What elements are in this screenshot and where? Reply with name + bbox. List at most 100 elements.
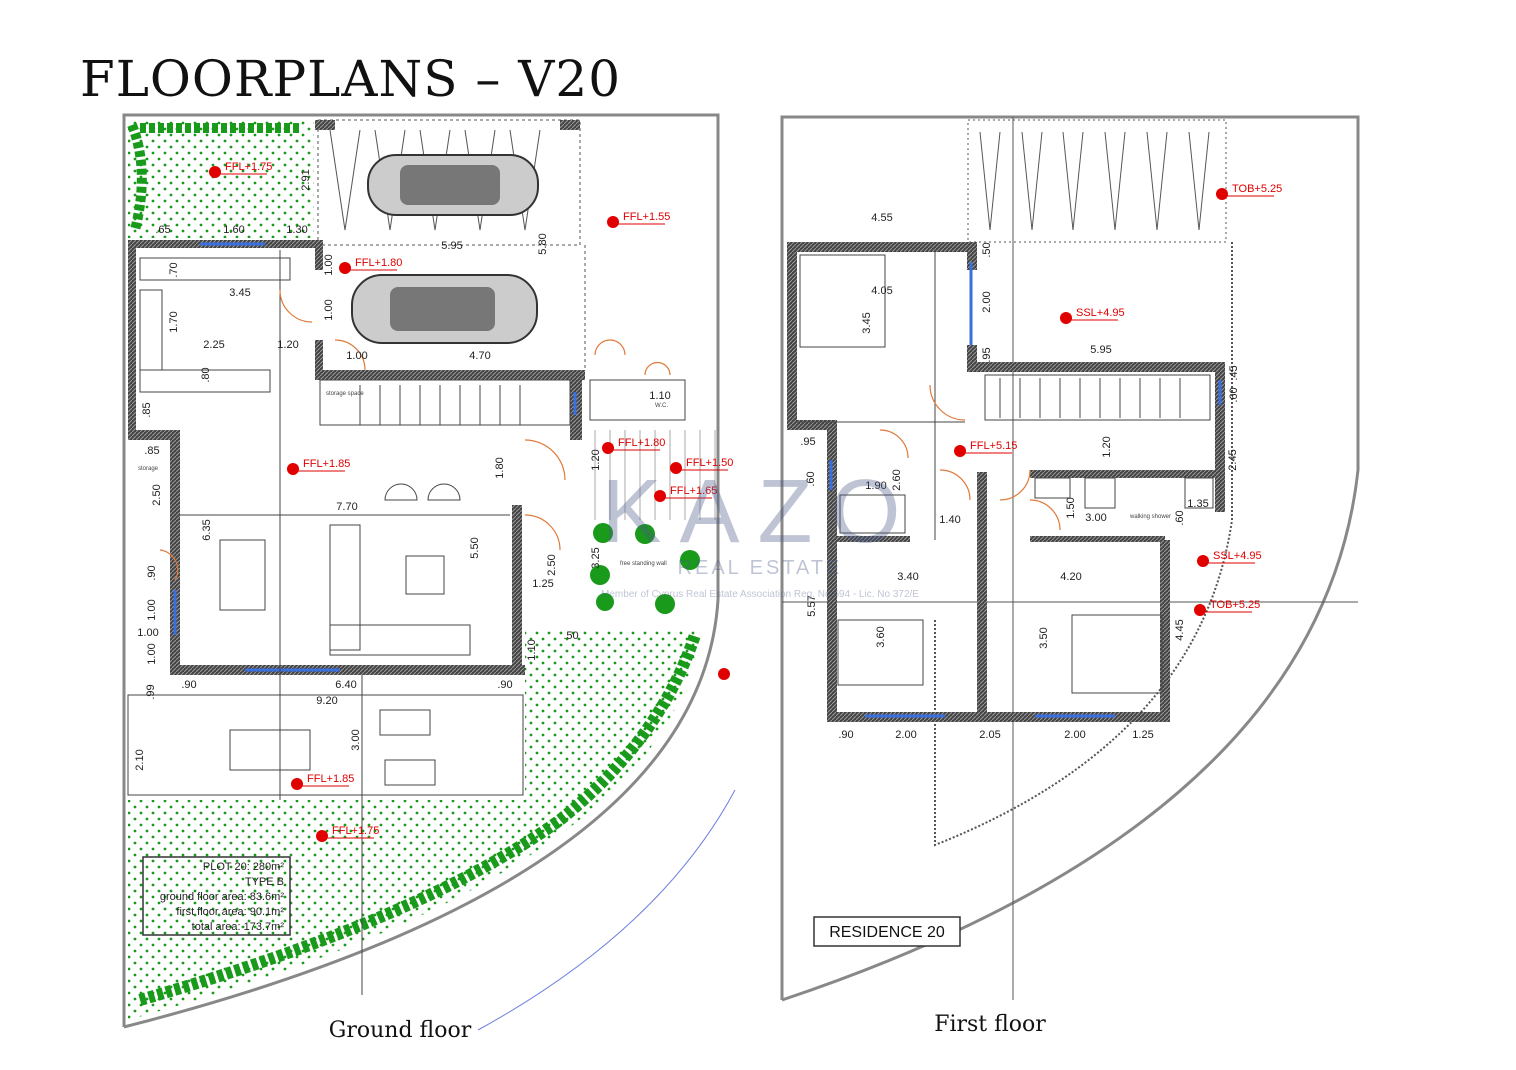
watermark-sub: REAL ESTATE — [678, 557, 843, 579]
dimension-label: 1.35 — [1187, 498, 1208, 510]
dimension-label: 2.91 — [300, 169, 312, 190]
dimension-label: .80 — [200, 367, 212, 382]
level-label: FFL+1.75 — [225, 161, 272, 173]
car-icon — [367, 154, 539, 216]
level-marker-icon — [718, 668, 730, 680]
dimension-label: 3.00 — [350, 729, 362, 750]
watermark-brand: KAZO — [601, 462, 918, 562]
room-note: free standing wall — [620, 561, 667, 567]
dimension-label: 4.20 — [1060, 571, 1081, 583]
dimension-label: 1.00 — [146, 643, 158, 664]
plot-info-line: ground floor area: 83.6m² — [160, 891, 284, 903]
dimension-label: .90 — [181, 679, 196, 691]
dimension-label: 2.00 — [981, 291, 993, 312]
level-marker-icon — [1194, 604, 1206, 616]
dimension-label: 1.25 — [1132, 729, 1153, 741]
door-swings — [159, 289, 671, 581]
room-note: W.C. — [655, 403, 668, 409]
dimension-label: 1.30 — [286, 224, 307, 236]
dimension-label: .90 — [146, 565, 158, 580]
dimension-label: .95 — [800, 436, 815, 448]
level-marker-icon — [607, 216, 619, 228]
dimension-label: .60 — [1174, 510, 1186, 525]
dimension-label: 5.95 — [441, 240, 462, 252]
dimension-label: 1.00 — [323, 299, 335, 320]
dimension-label: 5.80 — [537, 233, 549, 254]
dimension-label: .70 — [168, 262, 180, 277]
dimension-label: .60 — [805, 471, 817, 486]
level-marker-icon — [316, 830, 328, 842]
level-label: FFL+1.85 — [303, 458, 350, 470]
plot-info-box — [142, 856, 291, 936]
dimension-label: 2.00 — [1064, 729, 1085, 741]
dimension-label: 2.50 — [546, 554, 558, 575]
level-label: FFL+1.50 — [686, 457, 733, 469]
ground-floor-plan: PLOT 20: 280m² TYPE B ground floor area:… — [122, 113, 736, 1043]
dimension-label: .85 — [141, 402, 153, 417]
interior-lines — [127, 250, 686, 995]
page-title: FLOORPLANS – V20 — [80, 50, 621, 108]
dimension-label: .95 — [981, 347, 993, 362]
dimension-label: 5.57 — [806, 595, 818, 616]
level-marker-icon — [654, 490, 666, 502]
level-marker-icon — [1060, 312, 1072, 324]
dimension-label: 1.00 — [137, 627, 158, 639]
dimension-label: 5.95 — [1090, 344, 1111, 356]
first-floor-caption: First floor — [934, 1012, 1046, 1037]
dimension-label: 3.60 — [875, 626, 887, 647]
dimension-label: 3.50 — [1038, 627, 1050, 648]
dimension-label: .60 — [1228, 387, 1240, 402]
dimension-label: 1.50 — [1065, 497, 1077, 518]
dimension-label: .45 — [1228, 365, 1240, 380]
level-label: FFL+1.80 — [618, 437, 665, 449]
walls — [787, 242, 1225, 722]
dimension-label: 3.00 — [1085, 512, 1106, 524]
dimension-label: 2.25 — [203, 339, 224, 351]
plot-info-line: TYPE B — [245, 876, 284, 888]
dimension-label: 2.00 — [895, 729, 916, 741]
dimension-label: 1.70 — [168, 311, 180, 332]
level-label: FFL+1.80 — [355, 257, 402, 269]
level-label: TOB+5.25 — [1210, 599, 1260, 611]
dimension-label: 1.40 — [939, 514, 960, 526]
dimension-label: 2.50 — [151, 484, 163, 505]
dimension-label: .99 — [145, 684, 157, 699]
dimension-label: 4.55 — [871, 212, 892, 224]
windows — [829, 262, 1222, 718]
residence-label: RESIDENCE 20 — [829, 924, 945, 941]
dimension-label: 1.10 — [649, 390, 670, 402]
plot-info-line: PLOT 20: 280m² — [203, 861, 284, 873]
level-marker-icon — [670, 462, 682, 474]
dimension-label: .85 — [144, 445, 159, 457]
dimension-label: .50 — [563, 630, 578, 642]
car-icon — [351, 274, 538, 344]
level-label: FFL+1.65 — [670, 485, 717, 497]
dimension-label: 3.40 — [897, 571, 918, 583]
level-marker-icon — [339, 262, 351, 274]
level-label: SSL+4.95 — [1213, 550, 1262, 562]
dimension-label: 1.20 — [590, 449, 602, 470]
level-label: FFL+5.15 — [970, 440, 1017, 452]
first-floor-plan: RESIDENCE 20 walking shower First floor … — [780, 115, 1360, 1037]
dimension-label: 6.40 — [335, 679, 356, 691]
level-label: TOB+5.25 — [1232, 183, 1282, 195]
parking-area — [317, 119, 586, 370]
dimension-label: 1.10 — [526, 639, 538, 660]
plot-info-line: first floor area: 90.1m² — [176, 906, 284, 918]
terrace-decking — [594, 430, 716, 520]
level-marker-icon — [291, 778, 303, 790]
level-label: FFL+1.55 — [623, 211, 670, 223]
garden-bottom — [128, 630, 700, 1020]
dimension-label: .90 — [838, 729, 853, 741]
dimension-label: 1.60 — [223, 224, 244, 236]
dimension-label: 1.25 — [532, 578, 553, 590]
dimension-label: 4.05 — [871, 285, 892, 297]
dimension-label: 2.45 — [1227, 449, 1239, 470]
garden-top-left — [128, 120, 314, 238]
room-note: storage — [138, 466, 159, 472]
dimension-label: 9.20 — [316, 695, 337, 707]
dimension-label: 3.45 — [229, 287, 250, 299]
level-marker-icon — [1197, 555, 1209, 567]
pergola — [934, 119, 1233, 847]
